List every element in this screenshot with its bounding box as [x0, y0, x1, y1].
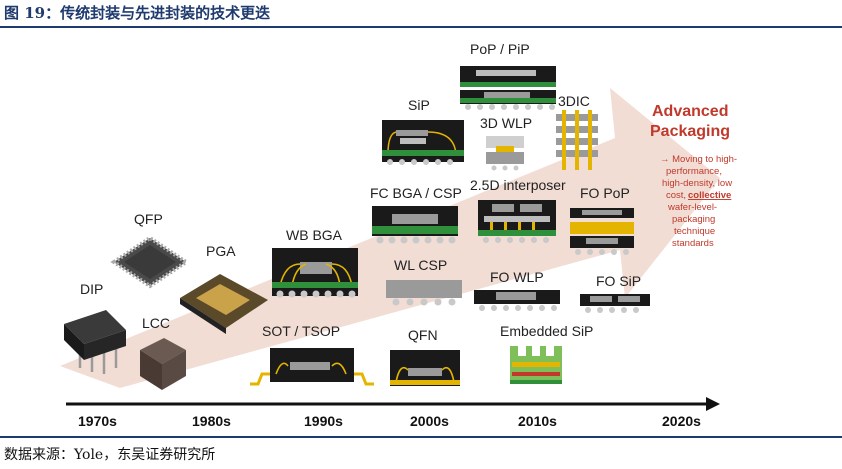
timeline-arrowhead [706, 397, 720, 411]
wb-bga-package-icon [272, 248, 358, 298]
advanced-note-line: cost, [666, 190, 686, 201]
dip-package-icon [64, 310, 126, 374]
advanced-note-emphasis: collective [688, 190, 731, 201]
top-rule [0, 26, 842, 28]
pop-pip-label: PoP / PiP [470, 41, 530, 57]
pga-package-icon [180, 274, 268, 334]
fo-wlp-package-icon [474, 290, 560, 311]
advanced-note-line: technique [674, 226, 715, 237]
decade-1990s: 1990s [304, 413, 343, 429]
advanced-note-line: packaging [672, 214, 715, 225]
decade-2020s: 2020s [662, 413, 701, 429]
wlp-3d-label: 3D WLP [480, 115, 532, 131]
advanced-note-line: → Moving to high- [660, 154, 737, 165]
fc-bga-csp-label: FC BGA / CSP [370, 185, 462, 201]
fo-pop-label: FO PoP [580, 185, 630, 201]
fo-pop-package-icon [570, 208, 634, 255]
figure-source: 数据来源：Yole，东吴证券研究所 [4, 447, 216, 463]
lcc-package-icon [140, 338, 186, 390]
packaging-evolution-diagram: 1970s 1980s 1990s 2000s 2010s 2020s DIP … [60, 41, 737, 429]
qfn-package-icon [390, 350, 460, 386]
sot-tsop-package-icon [250, 348, 374, 386]
sip-package-icon [382, 120, 464, 165]
fo-wlp-label: FO WLP [490, 269, 544, 285]
pop-pip-package-icon [460, 66, 556, 110]
bottom-rule [0, 436, 842, 438]
fc-bga-csp-package-icon [372, 206, 458, 244]
interposer-25d-label: 2.5D interposer [470, 177, 566, 193]
advanced-title-line1: Advanced [652, 103, 728, 120]
sip-label: SiP [408, 97, 430, 113]
wb-bga-label: WB BGA [286, 227, 343, 243]
qfn-label: QFN [408, 327, 438, 343]
qfp-label: QFP [134, 211, 163, 227]
wl-csp-package-icon [386, 280, 462, 306]
sot-tsop-label: SOT / TSOP [262, 323, 340, 339]
advanced-note-line: high-density, low [662, 178, 732, 189]
fo-sip-package-icon [580, 294, 650, 313]
embedded-sip-package-icon [510, 346, 562, 384]
pga-label: PGA [206, 243, 236, 259]
dip-label: DIP [80, 281, 103, 297]
dic-3d-label: 3DIC [558, 93, 590, 109]
advanced-note-line: performance, [666, 166, 722, 177]
advanced-note-line: wafer-level- [667, 202, 717, 213]
decade-1970s: 1970s [78, 413, 117, 429]
wl-csp-label: WL CSP [394, 257, 447, 273]
decade-2010s: 2010s [518, 413, 557, 429]
interposer-25d-package-icon [478, 200, 556, 243]
decade-1980s: 1980s [192, 413, 231, 429]
wlp-3d-package-icon [486, 136, 524, 171]
figure-title: 图 19：传统封装与先进封装的技术更迭 [4, 4, 271, 22]
advanced-note-line: standards [672, 238, 714, 249]
advanced-note: → Moving to high- performance, high-dens… [660, 154, 737, 249]
advanced-title-line2: Packaging [650, 123, 730, 140]
embedded-sip-label: Embedded SiP [500, 323, 593, 339]
qfp-package-icon [110, 235, 190, 289]
fo-sip-label: FO SiP [596, 273, 641, 289]
decade-2000s: 2000s [410, 413, 449, 429]
lcc-label: LCC [142, 315, 170, 331]
dic-3d-package-icon [556, 110, 598, 170]
